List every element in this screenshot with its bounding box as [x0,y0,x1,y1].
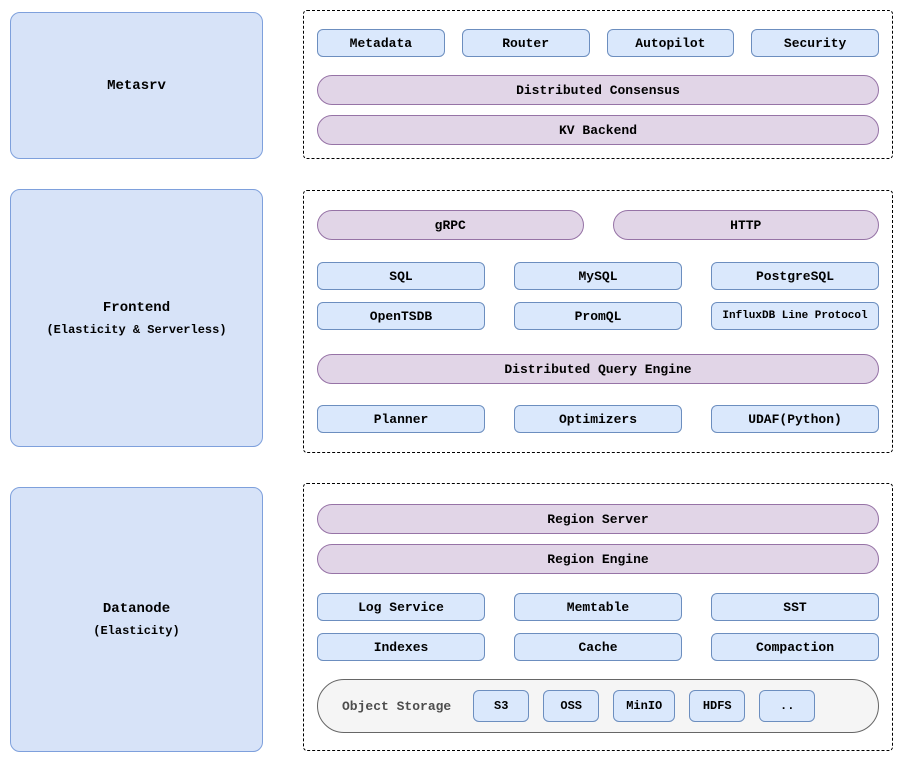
kv-backend-pill: KV Backend [317,115,879,145]
influxdb-line-protocol-box: InfluxDB Line Protocol [711,302,879,330]
frontend-group-container: gRPC HTTP SQL MySQL PostgreSQL OpenTSDB … [303,190,893,453]
metasrv-modules-row: Metadata Router Autopilot Security [317,29,879,57]
autopilot-box: Autopilot [606,29,735,57]
frontend-entry-row: gRPC HTTP [317,210,879,240]
datanode-group-container: Region Server Region Engine Log Service … [303,483,893,751]
security-box: Security [751,29,879,57]
frontend-panel-subtitle: (Elasticity & Serverless) [46,322,227,337]
log-service-box: Log Service [317,593,485,621]
datanode-components-row-2: Indexes Cache Compaction [317,633,879,661]
oss-box: OSS [543,690,600,722]
region-server-pill: Region Server [317,504,879,534]
sst-box: SST [711,593,879,621]
object-storage-label: Object Storage [342,698,452,714]
indexes-box: Indexes [317,633,485,661]
frontend-protocols-row-1: SQL MySQL PostgreSQL [317,262,879,290]
metadata-box: Metadata [317,29,445,57]
udaf-python-box: UDAF(Python) [711,405,879,433]
frontend-protocols-row-2: OpenTSDB PromQL InfluxDB Line Protocol [317,302,879,330]
metasrv-group-container: Metadata Router Autopilot Security Distr… [303,10,893,159]
cache-box: Cache [514,633,682,661]
frontend-panel-title: Frontend [102,299,171,316]
region-engine-pill: Region Engine [317,544,879,574]
sql-box: SQL [317,262,485,290]
metasrv-panel-title: Metasrv [107,77,166,94]
http-pill: HTTP [612,210,879,240]
router-box: Router [461,29,590,57]
other-backends-box: .. [759,690,816,722]
datanode-panel: Datanode (Elasticity) [10,487,263,752]
datanode-panel-subtitle: (Elasticity) [93,624,180,638]
minio-box: MinIO [613,690,676,722]
opentsdb-box: OpenTSDB [317,302,485,330]
s3-box: S3 [473,690,530,722]
grpc-pill: gRPC [317,210,584,240]
distributed-consensus-pill: Distributed Consensus [317,75,879,105]
postgresql-box: PostgreSQL [711,262,879,290]
distributed-query-engine-pill: Distributed Query Engine [317,354,879,384]
frontend-components-row: Planner Optimizers UDAF(Python) [317,405,879,433]
optimizers-box: Optimizers [514,405,682,433]
compaction-box: Compaction [711,633,879,661]
promql-box: PromQL [514,302,682,330]
planner-box: Planner [317,405,485,433]
datanode-components-row-1: Log Service Memtable SST [317,593,879,621]
memtable-box: Memtable [514,593,682,621]
metasrv-panel: Metasrv [10,12,263,159]
object-storage-container: Object Storage S3 OSS MinIO HDFS .. [317,679,879,733]
hdfs-box: HDFS [689,690,746,722]
datanode-panel-title: Datanode [102,601,171,617]
frontend-panel: Frontend (Elasticity & Serverless) [10,189,263,447]
mysql-box: MySQL [514,262,682,290]
